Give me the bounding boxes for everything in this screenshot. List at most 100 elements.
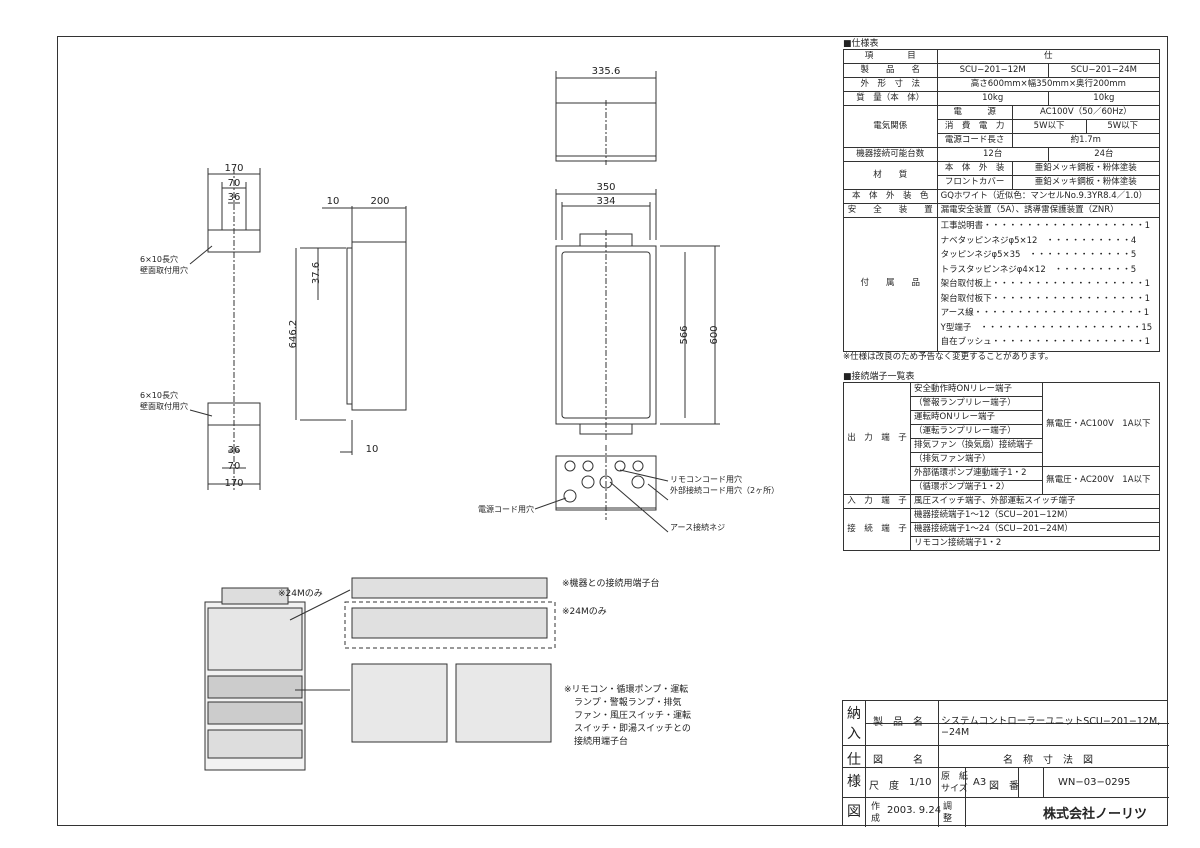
terminal-item: （運転ランプリレー端子） — [909, 424, 1044, 439]
spec-cell: 質 量（本 体） — [843, 91, 938, 106]
terminal-heading: ■接続端子一覧表 — [843, 372, 915, 382]
tb-company: 株式会社ノーリツ — [1043, 807, 1148, 822]
spec-cell: 5W以下 — [1011, 119, 1087, 134]
tb-paper-value: A3 — [973, 777, 987, 788]
spec-cell: GQホワイト（近似色：マンセルNo.9.3YR8.4／1.0） — [936, 189, 1161, 204]
spec-cell: SCU−201−24M — [1047, 63, 1161, 78]
dim-hole-pitch: 646.2 — [288, 320, 299, 349]
spec-cell: 仕 — [936, 49, 1161, 64]
terminal-item: 風圧スイッチ端子、外部運転スイッチ端子 — [910, 494, 1160, 509]
spec-cell: 外 形 寸 法 — [843, 77, 938, 92]
dim-width-outer: 350 — [596, 182, 615, 193]
tb-product-label: 製 品 名 — [873, 717, 923, 728]
spec-cell: 機器接続可能台数 — [843, 147, 938, 162]
label-slot-top: 6×10長穴 — [140, 254, 178, 264]
spec-cell: 付 属 品 — [843, 217, 938, 352]
terminal-item: 機器接続端子1〜12（SCU−201−12M） — [910, 508, 1160, 523]
terminal-rating: 無電圧・AC200V 1A以下 — [1042, 466, 1160, 495]
remote-note-line: ランプ・警報ランプ・排気 — [574, 696, 681, 708]
accessory-item: 架台取付板上・・・・・・・・・・・・・・・・・・1 — [940, 279, 1151, 289]
terminal-group: 入 力 端 子 — [843, 494, 911, 509]
tb-drawing-value: 名 称 寸 法 図 — [1003, 755, 1093, 766]
label-slot-top-sub: 壁面取付用穴 — [140, 265, 188, 275]
spec-cell: 約1.7m — [1011, 133, 1159, 147]
spec-cell: SCU−201−12M — [936, 63, 1049, 78]
tb-product-value: システムコントローラーユニットSCU−201−12M,−24M — [941, 716, 1161, 738]
spec-cell: 電 源 — [938, 106, 1013, 120]
remote-note-line: スイッチ・即湯スイッチとの — [574, 723, 691, 734]
spec-cell: 電源コード長さ — [938, 133, 1013, 147]
terminal-item: （警報ランプリレー端子） — [909, 396, 1044, 411]
label-earth-screw: アース接続ネジ — [670, 522, 725, 532]
accessory-item: タッピンネジφ5×35 ・・・・・・・・・・・・5 — [940, 250, 1137, 260]
remote-terminal-block-b — [455, 663, 552, 743]
terminal-block-top — [351, 577, 548, 599]
spec-cell: 安 全 装 置 — [843, 203, 938, 218]
label-only-24m-b: ※24Mのみ — [562, 606, 607, 617]
terminal-item: リモコン接続端子1・2 — [910, 536, 1160, 551]
terminal-item: 機器接続端子1〜24（SCU−201−24M） — [910, 522, 1160, 537]
label-slot-bottom-sub: 壁面取付用穴 — [140, 401, 188, 411]
accessory-item: アース線・・・・・・・・・・・・・・・・・・・・1 — [940, 308, 1150, 318]
tb-shiyou2: 様 — [847, 774, 861, 790]
label-terminal-block: ※機器との接続用端子台 — [562, 577, 659, 589]
dim-top-width: 335.6 — [592, 66, 621, 77]
dim-height-outer: 600 — [709, 325, 720, 344]
dim-bracket-width-top: 170 — [224, 163, 243, 174]
accessory-item: Y型端子 ・・・・・・・・・・・・・・・・・・・15 — [940, 322, 1153, 333]
spec-cell: 高さ600mm×幅350mm×奥行200mm — [936, 77, 1161, 92]
terminal-item: （排気ファン端子） — [909, 452, 1044, 467]
dim-side-flange: 10 — [327, 196, 340, 207]
accessory-item: トラスタッピンネジφ4×12 ・・・・・・・・・5 — [940, 264, 1137, 275]
terminal-item: （循環ポンプ端子1・2） — [909, 480, 1044, 495]
terminal-group: 出 力 端 子 — [843, 382, 911, 495]
spec-cell: 項 目 — [843, 49, 938, 64]
tb-paper-label2: サイズ — [941, 784, 968, 794]
dim-bracket-small-bottom: 36 — [228, 445, 241, 456]
spec-cell: 12台 — [936, 147, 1049, 162]
accessory-item: ナベタッピンネジφ5×12 ・・・・・・・・・・4 — [940, 235, 1137, 246]
tb-check-label: 調 — [943, 802, 953, 812]
spec-cell: 10kg — [1047, 91, 1161, 106]
terminal-group: 接 続 端 子 — [843, 508, 911, 551]
tb-date-value: 2003. 9.24 — [887, 805, 942, 816]
dim-side-offset: 37.6 — [311, 262, 322, 284]
terminal-table: 出 力 端 子 安全動作時ONリレー端子 無電圧・AC100V 1A以下 （警報… — [843, 382, 1160, 551]
spec-cell: フロントカバー — [938, 175, 1013, 189]
tb-date-label2: 成 — [871, 814, 881, 824]
dim-side-flange-bottom: 10 — [366, 444, 379, 455]
dim-bracket-mid-top: 70 — [228, 178, 241, 189]
spec-footnote: ※仕様は改良のため予告なく変更することがあります。 — [843, 352, 1054, 362]
side-view-body — [351, 241, 407, 411]
dim-bracket-mid-bottom: 70 — [228, 461, 241, 472]
tb-scale-value: 1/10 — [909, 777, 932, 788]
spec-heading: ■仕様表 — [843, 39, 879, 49]
spec-cell: 製 品 名 — [843, 63, 938, 78]
remote-note-line: 接続用端子台 — [574, 735, 628, 747]
tb-paper-label: 原 紙 — [941, 772, 969, 782]
dim-height-inner: 566 — [679, 325, 690, 344]
spec-cell: 本 体 外 装 色 — [843, 189, 938, 204]
tb-nounyuu: 納 — [847, 706, 861, 722]
terminal-item: 外部循環ポンプ連動端子1・2 — [909, 466, 1044, 481]
spec-cell: 消 費 電 力 — [938, 119, 1013, 134]
remote-note-line: ファン・風圧スイッチ・運転 — [574, 710, 691, 721]
tb-drawing-label: 図 名 — [873, 755, 923, 766]
terminal-rating: 無電圧・AC100V 1A以下 — [1042, 382, 1160, 467]
remote-note-line: ※リモコン・循環ポンプ・運転 — [564, 683, 688, 695]
remote-terminal-block-a — [351, 663, 448, 743]
spec-cell: 亜鉛メッキ鋼板・粉体塗装 — [1011, 175, 1159, 189]
terminal-item: 運転時ONリレー端子 — [909, 410, 1044, 425]
spec-cell: 電気関係 — [843, 105, 938, 148]
label-power-hole: 電源コード用穴 — [478, 504, 534, 514]
tb-nounyuu2: 入 — [847, 726, 861, 742]
terminal-item: 排気ファン（換気扇）接続端子 — [909, 438, 1044, 453]
label-ext-hole: 外部接続コード用穴（2ヶ所） — [670, 485, 779, 495]
dim-side-depth: 200 — [370, 196, 389, 207]
spec-cell: 10kg — [936, 91, 1049, 106]
accessory-item: 自在ブッシュ・・・・・・・・・・・・・・・・・・1 — [940, 337, 1151, 347]
spec-cell: 材 質 — [843, 161, 938, 190]
dim-width-inner: 334 — [596, 196, 615, 207]
